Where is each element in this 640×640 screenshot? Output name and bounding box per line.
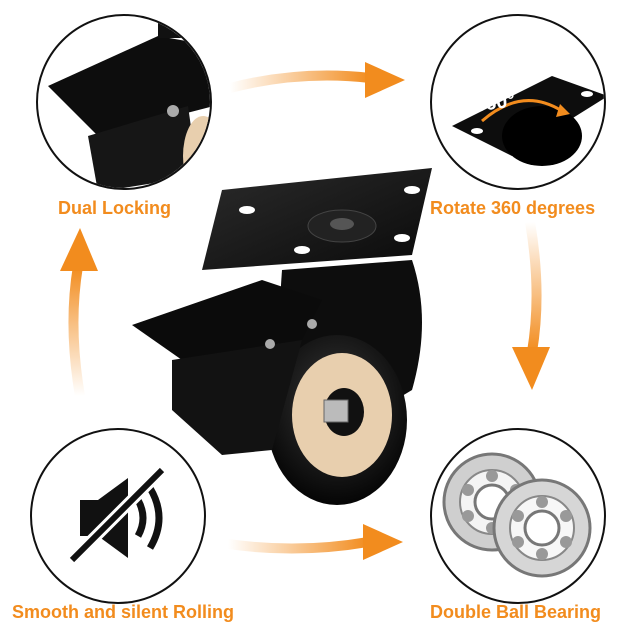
- ball-bearing-icon: [432, 430, 604, 602]
- arrow-up-left-icon: [60, 228, 98, 396]
- mute-speaker-icon: [32, 430, 204, 602]
- feature-label-ball-bearing: Double Ball Bearing: [430, 602, 602, 622]
- feature-label-silent-rolling: Smooth and silent Rolling: [12, 602, 234, 622]
- dual-locking-circle: [36, 14, 212, 190]
- arrow-top-right-icon: [230, 62, 405, 98]
- arrow-bottom-right-icon: [228, 524, 403, 560]
- rotate-360-circle: 360°: [430, 14, 606, 190]
- silent-rolling-circle: [30, 428, 206, 604]
- swivel-plate-icon: [432, 16, 604, 188]
- ball-bearing-circle: [430, 428, 606, 604]
- arrow-down-right-icon: [512, 222, 550, 390]
- feature-label-dual-locking: Dual Locking: [58, 198, 172, 218]
- brake-lock-icon: [38, 16, 210, 188]
- feature-label-rotate-360: Rotate 360 degrees: [430, 198, 596, 218]
- caster-wheel-product: [112, 150, 452, 510]
